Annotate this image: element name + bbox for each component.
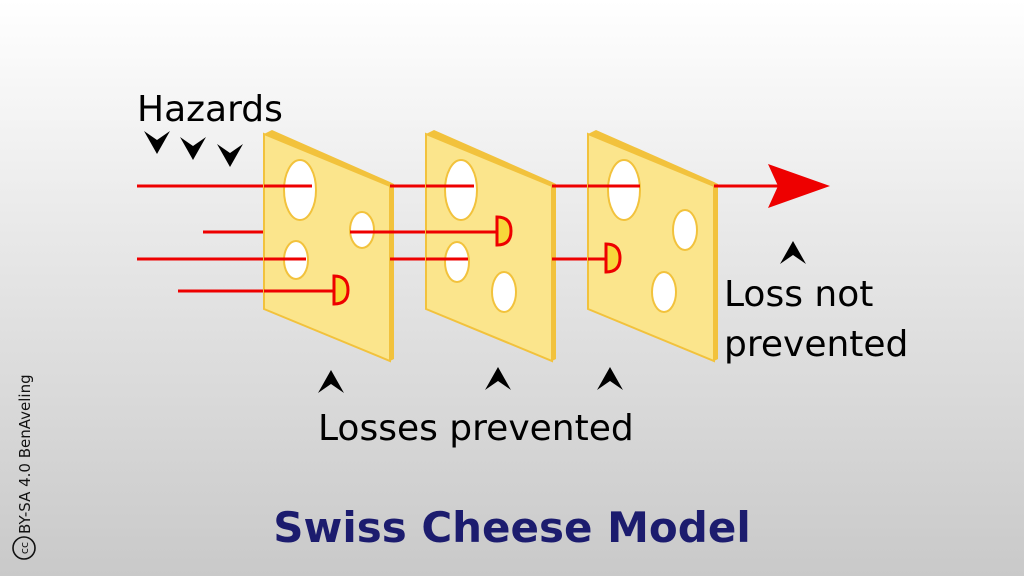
cheese-slice-1: [263, 130, 394, 363]
cheese-hole: [491, 271, 517, 313]
cheese-hole: [672, 209, 698, 251]
loss-not-prevented-label-line1: Loss not: [724, 274, 873, 315]
hazard-paths-through-1: [264, 184, 350, 306]
hazard-paths-through-2: [426, 184, 513, 261]
loss-markers: [318, 241, 806, 393]
chevron-up-icon: [597, 367, 623, 390]
losses-prevented-label: Losses prevented: [318, 408, 634, 449]
chevron-down-icon: [217, 144, 243, 167]
loss-path: [714, 164, 830, 208]
license-credit: cc BY-SA 4.0 BenAveling: [12, 374, 36, 560]
cheese-hole: [444, 159, 478, 221]
cheese-slice-2: [425, 130, 556, 363]
stop-cap: [332, 274, 350, 306]
license-icon-text: cc: [18, 542, 31, 554]
cheese-hole: [607, 159, 641, 221]
arrowhead-icon: [768, 164, 830, 208]
creative-commons-icon: cc: [12, 536, 36, 560]
stop-cap: [604, 242, 622, 274]
cheese-hole: [283, 159, 317, 221]
chevron-down-icon: [144, 131, 170, 154]
cheese-hole: [651, 271, 677, 313]
loss-not-prevented-label-line2: prevented: [724, 324, 908, 365]
chevron-down-icon: [180, 137, 206, 160]
hazard-markers: [144, 131, 243, 167]
cheese-slice-3: [587, 130, 718, 363]
chevron-up-icon: [318, 370, 344, 393]
hazard-paths-through-3: [588, 184, 640, 274]
chevron-up-icon: [485, 367, 511, 390]
hazards-label: Hazards: [137, 89, 283, 130]
license-text: BY-SA 4.0 BenAveling: [16, 374, 34, 534]
cheese-hole: [444, 241, 470, 283]
stop-cap: [495, 215, 513, 247]
page-title: Swiss Cheese Model: [273, 503, 750, 552]
chevron-up-icon: [780, 241, 806, 264]
cheese-hole: [349, 211, 375, 249]
